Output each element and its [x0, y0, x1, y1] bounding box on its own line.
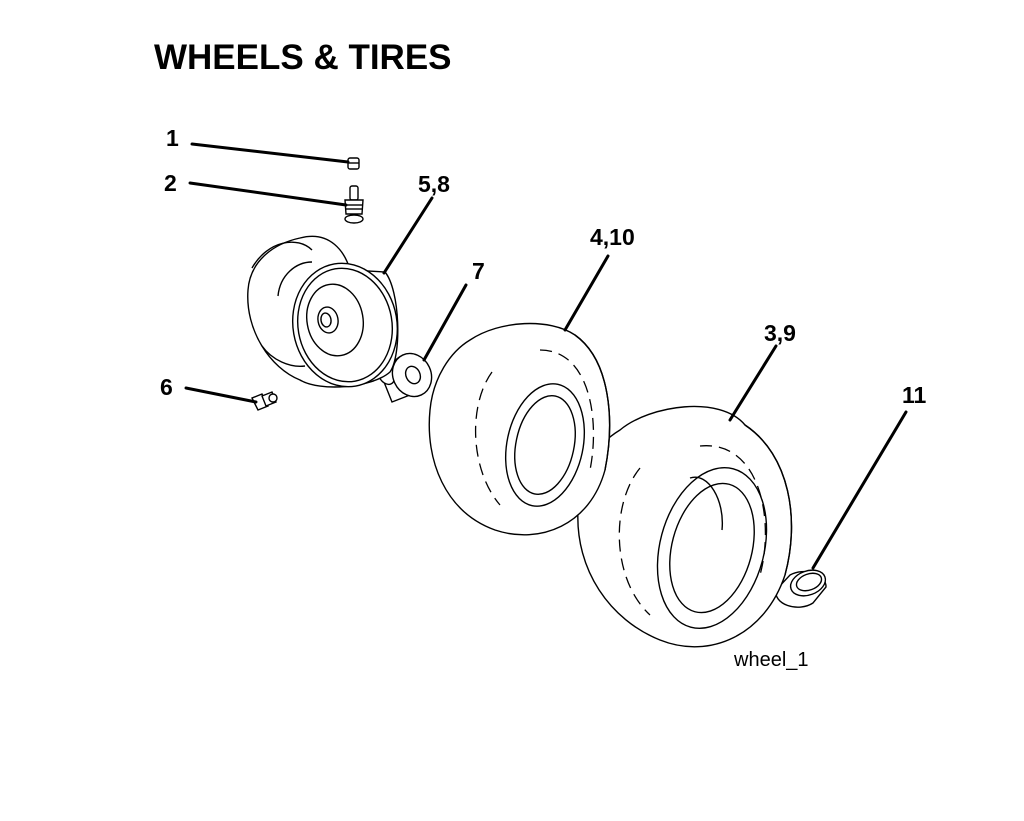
leader-line-6: [184, 386, 258, 404]
callout-1: 1: [166, 125, 179, 151]
leader-line-2: [188, 181, 348, 207]
leader-line-7: [422, 283, 468, 362]
callout-5-8: 5,8: [418, 171, 450, 197]
valve-stem-part: [344, 185, 364, 224]
grease-fitting-part: [251, 391, 278, 411]
wheel-rim-part: [247, 235, 399, 388]
callout-2: 2: [164, 170, 177, 196]
leader-line-4-10: [563, 254, 610, 332]
hub-cap-part: [775, 569, 827, 608]
leader-line-11: [811, 410, 908, 570]
leader-line-3-9: [728, 344, 778, 422]
callout-6: 6: [160, 374, 173, 400]
rear-tire-part: [577, 405, 793, 648]
callout-11: 11: [902, 382, 927, 408]
valve-cap-part: [347, 157, 360, 170]
figure-id: wheel_1: [733, 649, 809, 671]
callout-3-9: 3,9: [764, 320, 796, 346]
callout-7: 7: [472, 258, 485, 284]
page-title: WHEELS & TIRES: [154, 38, 452, 77]
leader-line-5-8: [382, 196, 434, 275]
front-tire-part: [428, 322, 611, 536]
leader-line-1: [190, 142, 350, 164]
callout-4-10: 4,10: [590, 224, 635, 250]
